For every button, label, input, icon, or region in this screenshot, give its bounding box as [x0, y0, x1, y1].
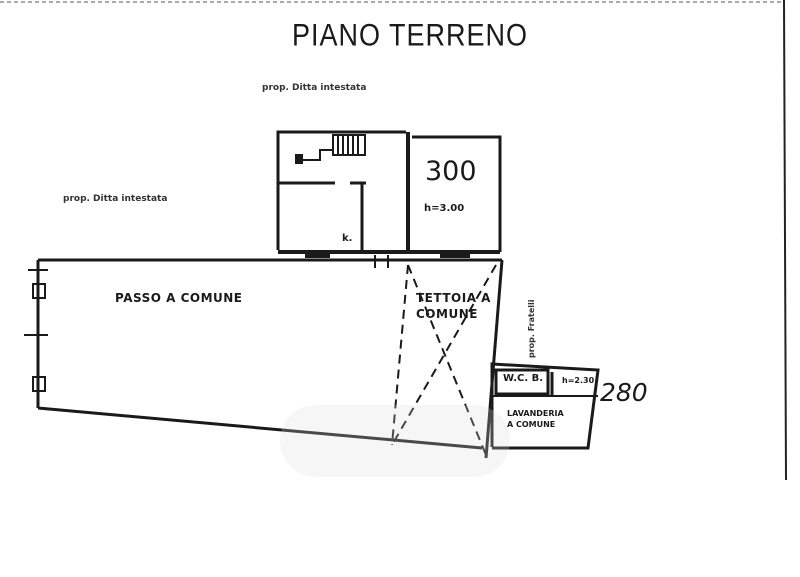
wc-label: W.C. B.: [503, 373, 544, 384]
adjacent-owner-label-top: prop. Ditta intestata: [262, 83, 367, 93]
wc-height: h=2.30: [562, 376, 595, 385]
kitchen-label: k.: [342, 233, 353, 244]
side-number: 280: [600, 378, 648, 407]
room-height: h=3.00: [424, 203, 465, 214]
upper-building: [276, 130, 502, 254]
canopy-label-line1: TETTOIA A: [416, 291, 491, 305]
passage-label: PASSO A COMUNE: [115, 291, 243, 305]
room-number: 300: [425, 156, 477, 187]
plan-title: PIANO TERRENO: [292, 17, 529, 53]
canopy-label-line2: COMUNE: [416, 307, 478, 321]
watermark: [280, 405, 510, 477]
adjacent-owner-label-left: prop. Ditta intestata: [63, 194, 168, 204]
laundry-label-line1: LAVANDERIA: [507, 409, 564, 418]
laundry-label-line2: A COMUNE: [507, 420, 556, 429]
page-right-edge: [783, 0, 787, 481]
stair: [295, 134, 366, 164]
adjacent-owner-label-right: prop. Fratelli: [527, 299, 536, 359]
door-ticks: [305, 254, 470, 268]
canopy-area: [391, 264, 497, 456]
wc-laundry-annex: [490, 362, 600, 450]
passage-left-markers: [24, 269, 48, 392]
